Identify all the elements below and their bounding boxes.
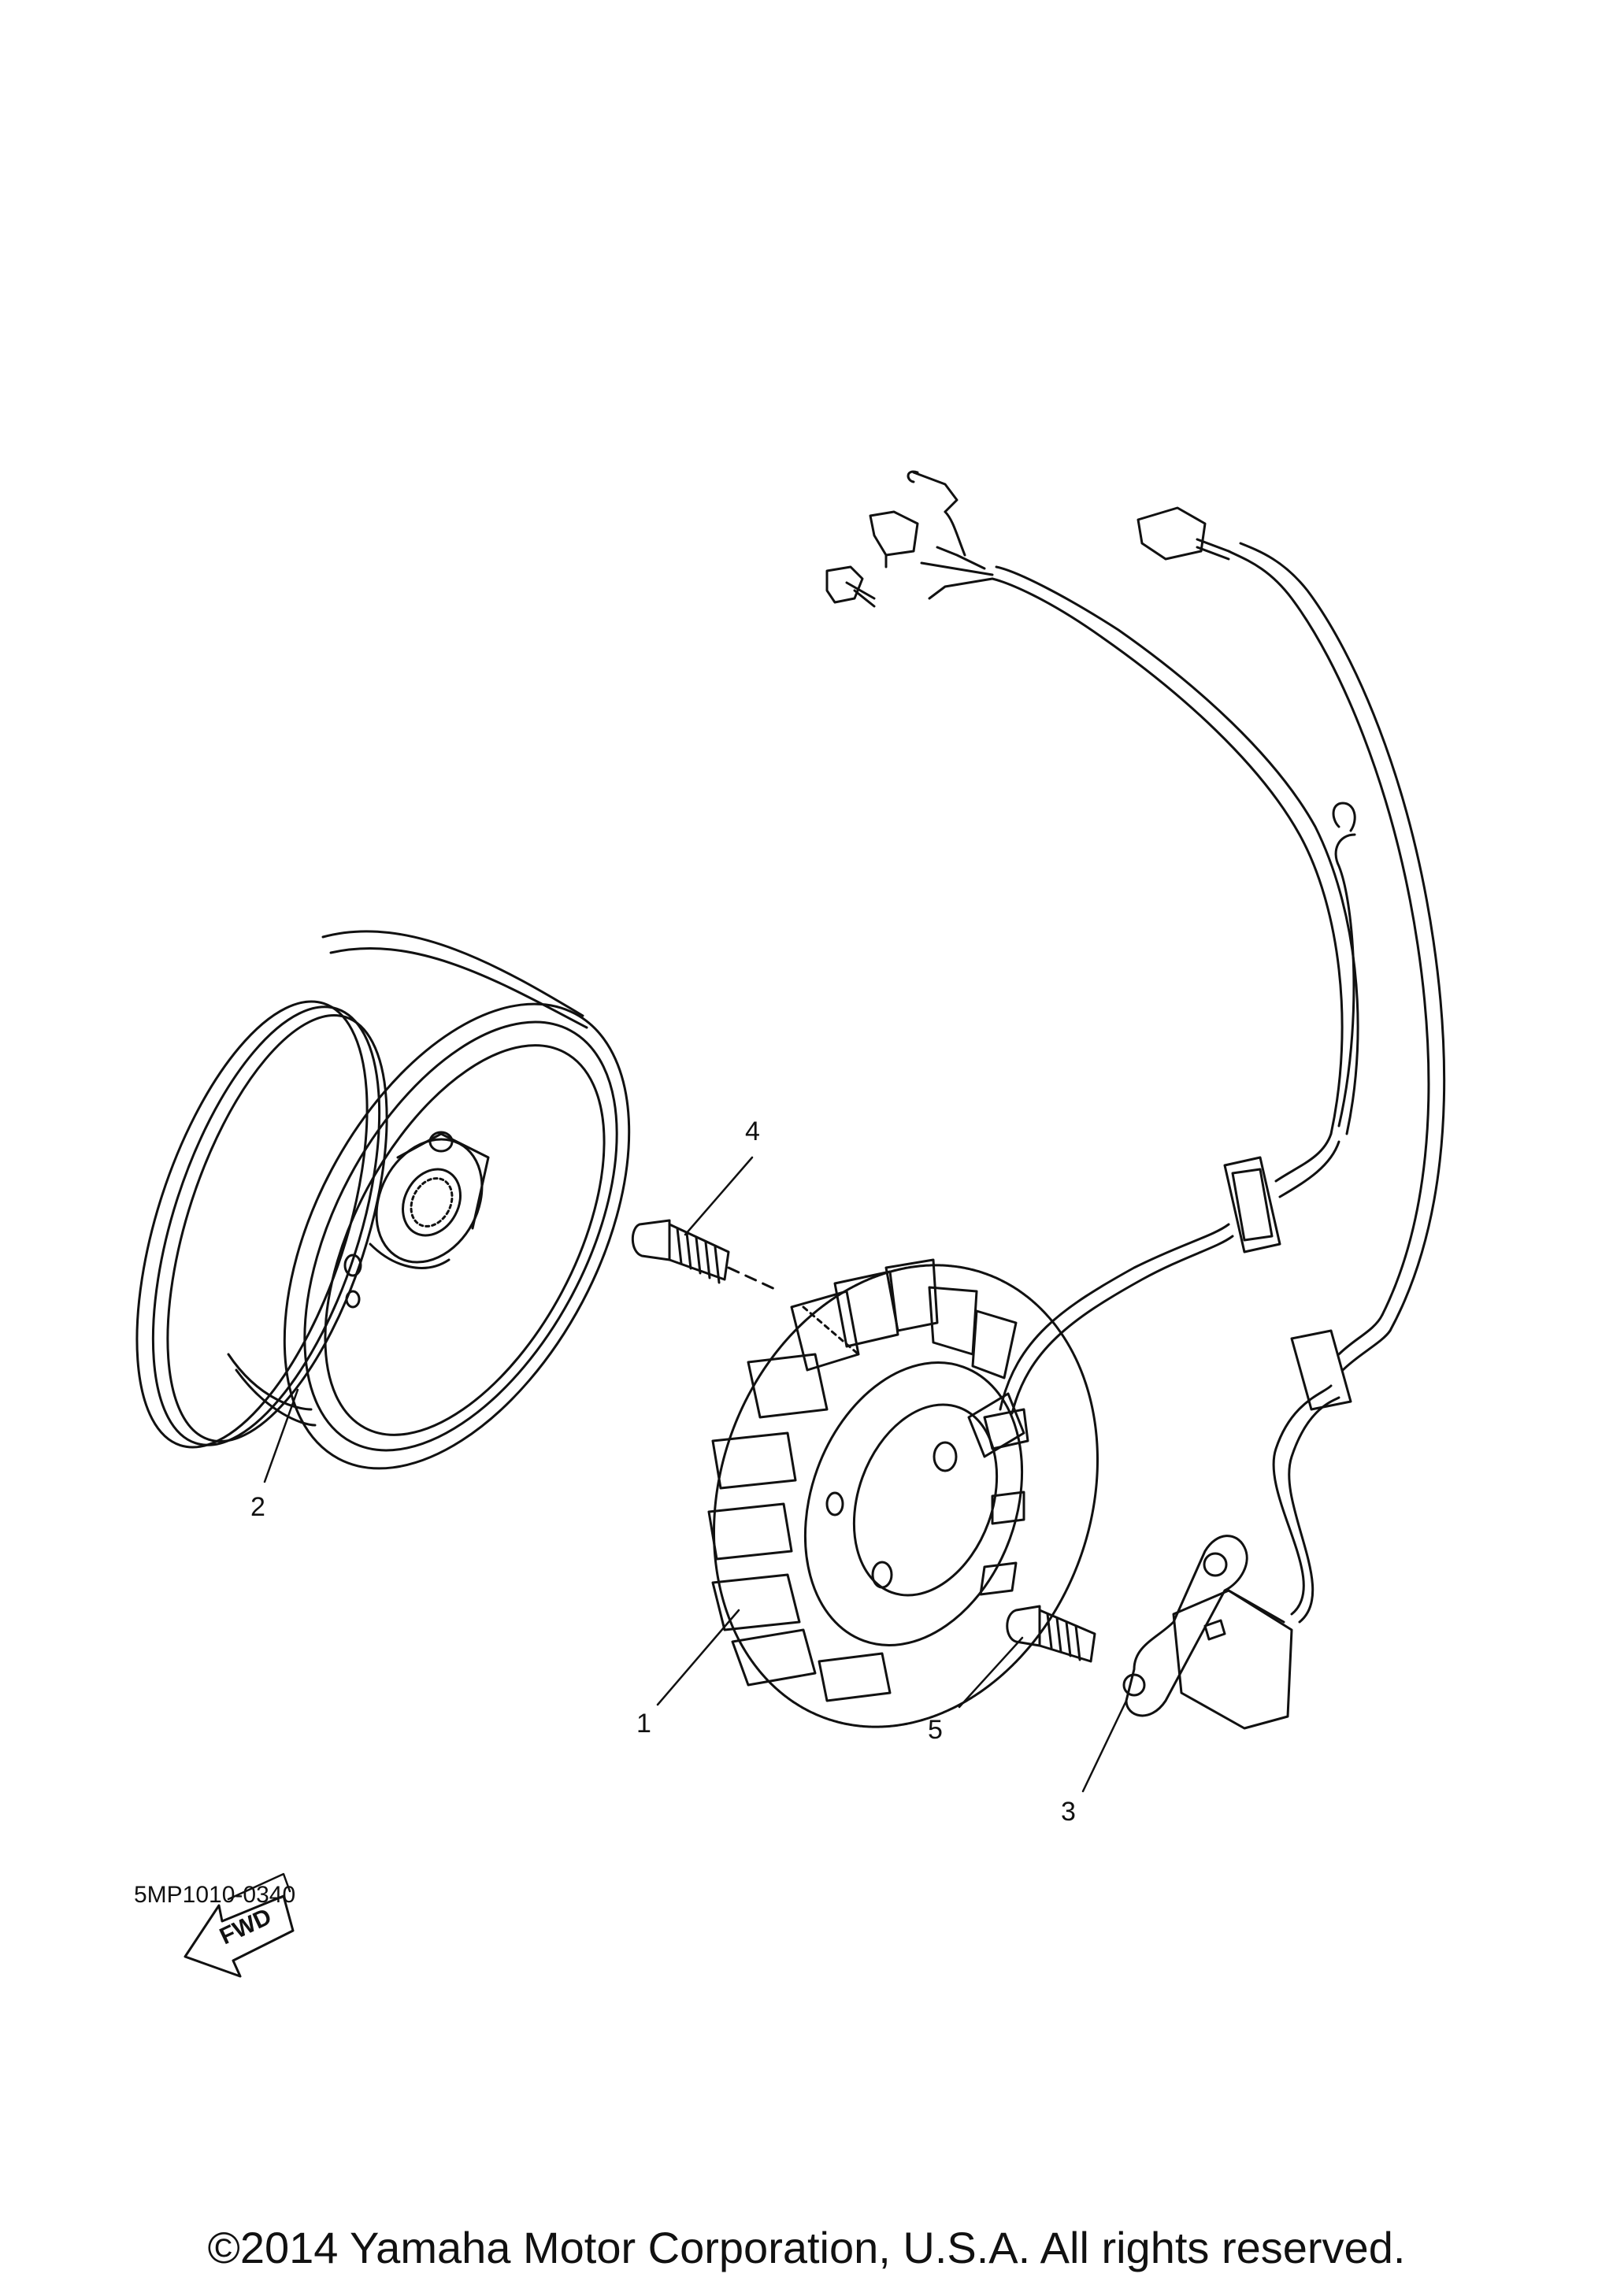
- bolt-4: [631, 1219, 781, 1293]
- callout-1: 1: [636, 1709, 651, 1739]
- leader-2: [263, 1388, 299, 1483]
- pickup-coil-assembly: [1122, 506, 1446, 1730]
- callout-labels: 4 2 1 5 3: [250, 1117, 1076, 1827]
- callout-5: 5: [928, 1715, 943, 1745]
- callout-2: 2: [250, 1492, 265, 1522]
- leader-5: [958, 1636, 1024, 1709]
- stator-harness: [825, 470, 1359, 1415]
- bolt-5: [1006, 1605, 1096, 1663]
- leader-lines: [263, 1156, 1128, 1793]
- callout-3: 3: [1061, 1797, 1076, 1827]
- stator-assembly: [707, 1258, 1099, 1728]
- diagram-code: 5MP1010-0340: [134, 1882, 296, 1908]
- leader-3: [1081, 1699, 1128, 1793]
- leader-4: [684, 1156, 754, 1236]
- callout-4: 4: [745, 1117, 760, 1146]
- copyright-notice: ©2014 Yamaha Motor Corporation, U.S.A. A…: [207, 2223, 1406, 2272]
- leader-1: [656, 1609, 740, 1706]
- rotor-assembly: [135, 930, 631, 1470]
